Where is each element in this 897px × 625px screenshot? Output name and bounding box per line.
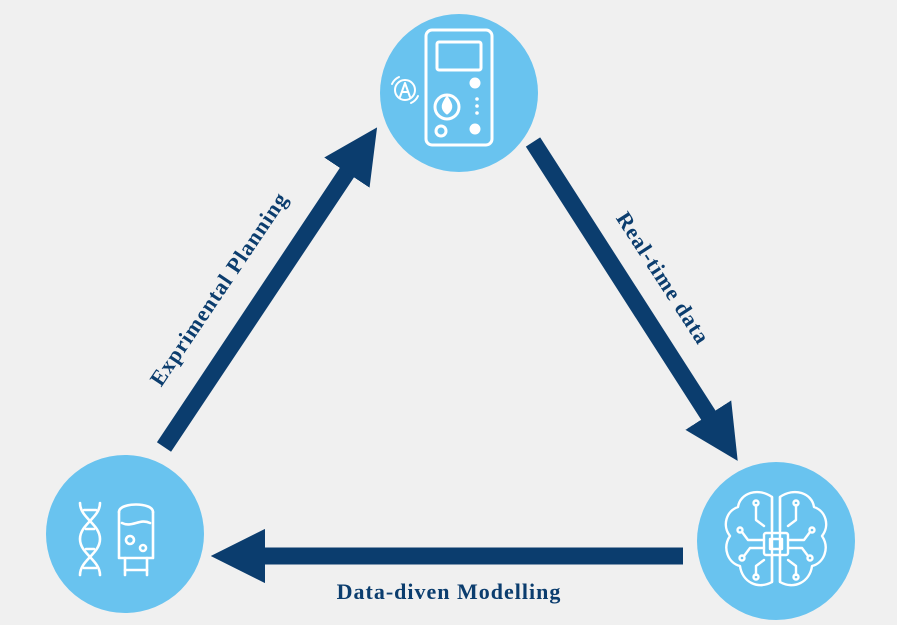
arrow-real-time-data	[525, 137, 738, 461]
node-bio	[46, 455, 204, 613]
label-data-driven-modelling: Data-diven Modelling	[337, 579, 562, 604]
node-circle	[697, 462, 855, 620]
node-instrument	[380, 14, 538, 172]
node-circle	[380, 14, 538, 172]
brain-chip-icon	[724, 490, 828, 587]
handheld-analyzer-icon	[391, 28, 494, 147]
node-circle	[46, 455, 204, 613]
dna-bioreactor-icon	[78, 501, 155, 577]
node-ai	[697, 462, 855, 620]
arrow-experimental-planning	[156, 127, 378, 452]
